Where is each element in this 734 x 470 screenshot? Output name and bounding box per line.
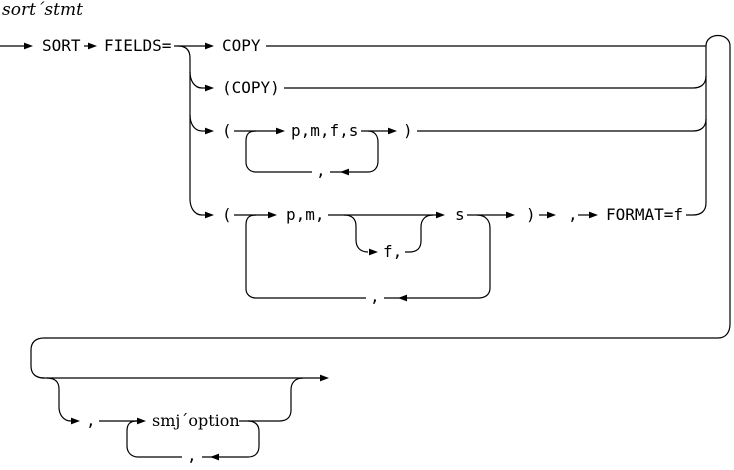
terminal-format: FORMAT=f (606, 205, 683, 224)
arrow-right-icon (205, 42, 214, 50)
arrow-right-icon (205, 84, 214, 92)
terminal-options-comma: , (86, 411, 96, 430)
arrow-left-icon (398, 294, 407, 302)
arrow-right-icon (137, 417, 146, 425)
arrow-right-icon (388, 127, 397, 135)
terminal-separator-comma: , (187, 446, 197, 465)
arrow-right-icon (506, 211, 515, 219)
arrow-right-icon (320, 374, 329, 382)
terminal-copy-paren: (COPY) (222, 78, 280, 97)
arrowheads (24, 42, 598, 461)
terminal-comma: , (568, 205, 578, 224)
arrow-right-icon (589, 211, 598, 219)
nonterminal-smj-option: smj´option (152, 411, 240, 430)
arrow-right-icon (547, 211, 556, 219)
arrow-right-icon (268, 211, 277, 219)
arrow-right-icon (276, 127, 285, 135)
terminal-s: s (455, 205, 465, 224)
terminal-copy: COPY (222, 36, 261, 55)
terminal-pmfs: p,m,f,s (291, 121, 358, 140)
terminal-f-optional: f, (383, 242, 402, 261)
terminal-fields: FIELDS= (104, 36, 171, 55)
arrow-right-icon (205, 211, 214, 219)
arrow-left-icon (340, 168, 349, 176)
terminal-open-paren: ( (222, 205, 232, 224)
arrow-right-icon (24, 42, 33, 50)
terminal-close-paren: ) (526, 205, 536, 224)
arrow-right-icon (436, 211, 445, 219)
arrow-right-icon (71, 417, 80, 425)
arrow-left-icon (210, 453, 219, 461)
terminal-separator-comma: , (316, 161, 326, 180)
terminal-open-paren: ( (222, 121, 232, 140)
terminal-pm: p,m, (286, 205, 325, 224)
diagram-title: sort´stmt (2, 0, 83, 20)
terminal-close-paren: ) (403, 121, 413, 140)
rails (0, 34, 731, 458)
terminal-separator-comma: , (370, 287, 380, 306)
arrow-right-icon (88, 42, 97, 50)
terminal-sort: SORT (42, 36, 81, 55)
arrow-right-icon (205, 127, 214, 135)
arrow-right-icon (369, 248, 378, 256)
